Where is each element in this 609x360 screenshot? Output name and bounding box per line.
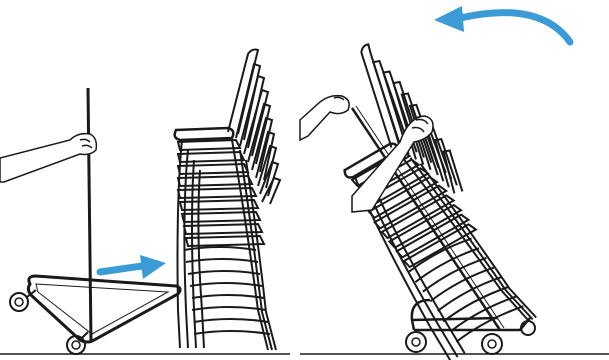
stacking-trolley: [10, 88, 180, 354]
curved-arrow-left-icon: [434, 6, 570, 42]
left-panel: [0, 50, 290, 355]
wheel-icon: [10, 293, 28, 311]
chair-stack: [175, 50, 280, 351]
wheel-icon: [482, 334, 502, 354]
hand-arm: [300, 96, 349, 140]
wheel-icon: [406, 332, 426, 352]
chair-stack: [296, 34, 538, 360]
hand-arm: [0, 134, 96, 182]
arrow-right-icon: [100, 255, 166, 279]
wheel-icon: [67, 336, 85, 354]
right-panel: [296, 6, 609, 360]
